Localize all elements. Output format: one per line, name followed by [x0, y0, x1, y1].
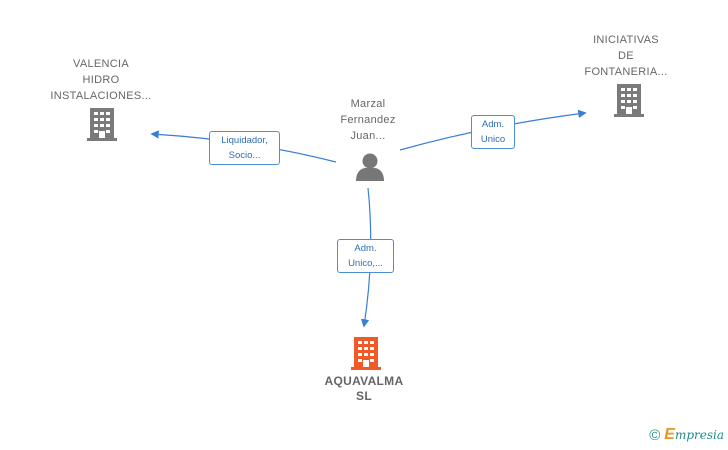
- edge-label-line: Adm.: [481, 119, 505, 130]
- node-label-line: Juan...: [350, 130, 386, 142]
- node-label-line: AQUAVALMA: [324, 374, 404, 388]
- building-icon-aquavalma[interactable]: [351, 337, 381, 370]
- edge-label-line: Socio...: [228, 150, 261, 161]
- edge-label-to-aquavalma[interactable]: Adm. Unico,...: [337, 239, 394, 273]
- brand-name: mpresia: [674, 428, 724, 442]
- node-label-aquavalma[interactable]: AQUAVALMA SL: [306, 374, 422, 404]
- node-label-line: DE: [618, 50, 634, 62]
- brand-initial: E: [664, 426, 675, 443]
- node-label-line: INICIATIVAS: [593, 34, 659, 46]
- building-icon-iniciativas[interactable]: [614, 84, 644, 117]
- node-label-line: HIDRO: [82, 74, 120, 86]
- node-label-line: Marzal: [350, 98, 386, 110]
- edge-label-to-valencia[interactable]: Liquidador, Socio...: [209, 131, 280, 165]
- person-icon[interactable]: [356, 153, 384, 182]
- node-label-valencia[interactable]: VALENCIA HIDRO INSTALACIONES...: [38, 56, 164, 104]
- node-label-line: INSTALACIONES...: [50, 90, 152, 102]
- building-icon-valencia[interactable]: [87, 108, 117, 141]
- node-label-line: Fernandez: [340, 114, 396, 126]
- node-label-line: FONTANERIA...: [584, 66, 668, 78]
- node-label-line: VALENCIA: [73, 58, 129, 70]
- node-label-line: SL: [356, 389, 372, 403]
- copyright-symbol: ©: [649, 426, 661, 444]
- empresia-logo: © E mpresia: [649, 426, 724, 444]
- edge-label-to-iniciativas[interactable]: Adm. Unico: [471, 115, 515, 149]
- node-label-person[interactable]: Marzal Fernandez Juan...: [320, 96, 416, 144]
- edge-label-line: Unico: [480, 134, 506, 145]
- edge-label-line: Adm.: [354, 243, 377, 254]
- edge-label-line: Unico,...: [348, 258, 383, 269]
- node-label-iniciativas[interactable]: INICIATIVAS DE FONTANERIA...: [566, 32, 686, 80]
- edge-label-line: Liquidador,: [221, 135, 268, 146]
